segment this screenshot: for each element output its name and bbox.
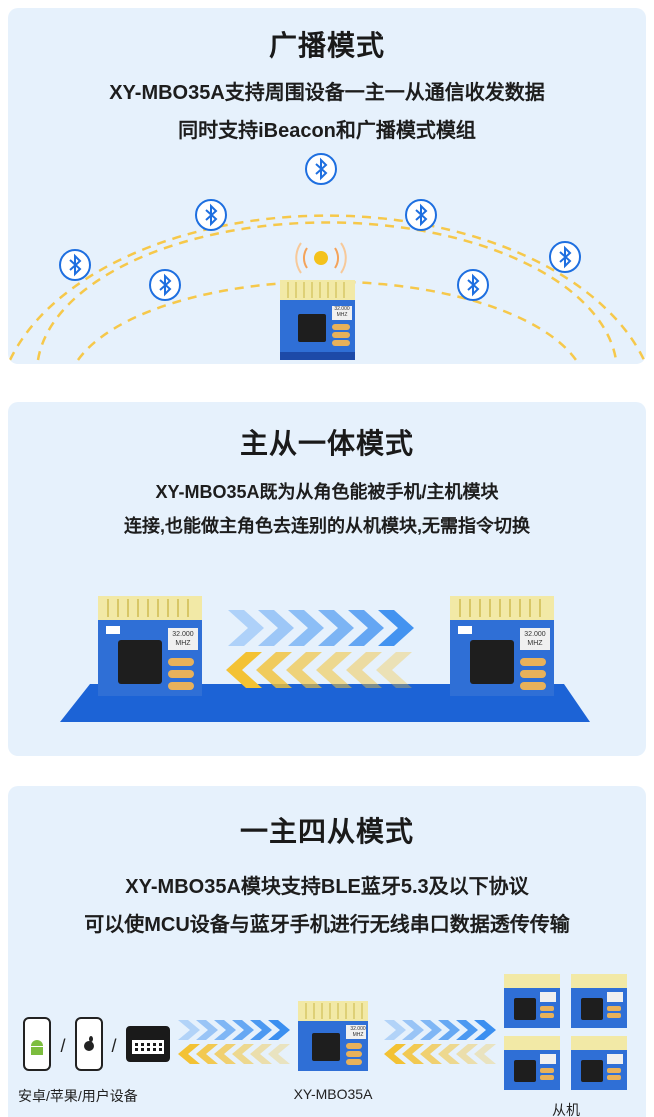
bluetooth-icon: [457, 269, 489, 301]
broadcast-mode-card: 32.000 MHZ 广播模式 XY-MBO35A支持周围设备一主一从通信收发数…: [8, 8, 646, 364]
apple-icon: [75, 1017, 103, 1071]
usb-device-icon: [126, 1026, 170, 1062]
slave-module-4: [571, 1036, 627, 1090]
signal-icon: [295, 242, 347, 274]
bluetooth-module: [280, 280, 355, 360]
bluetooth-module-left: [98, 596, 202, 696]
devices-label: 安卓/苹果/用户设备: [18, 1088, 138, 1104]
slaves-label: 从机: [552, 1102, 580, 1117]
one-master-desc-line2: 可以使MCU设备与蓝牙手机进行无线串口数据透传传输: [84, 914, 570, 936]
crystal-unit: MHZ: [527, 640, 543, 647]
master-slave-illustration: [60, 596, 590, 722]
arrow-right-group-1: [178, 1020, 290, 1040]
crystal-label: 32.000 MHZ: [332, 306, 352, 318]
crystal-unit: MHZ: [352, 1032, 364, 1038]
bluetooth-icon: [149, 269, 181, 301]
crystal-frequency: 32.000: [524, 631, 546, 638]
bluetooth-module-center: [298, 1001, 368, 1071]
arrow-left-group: [226, 652, 412, 688]
bluetooth-icon: [59, 249, 91, 281]
bluetooth-icon: [549, 241, 581, 273]
arrow-right-group-2: [384, 1020, 496, 1040]
broadcast-illustration: [8, 214, 646, 361]
bluetooth-icon: [195, 199, 227, 231]
crystal-label-left: 32.000 MHZ: [168, 630, 198, 648]
one-master-title: 一主四从模式: [239, 816, 414, 847]
broadcast-desc-line2: 同时支持iBeacon和广播模式模组: [178, 120, 476, 142]
android-icon: [23, 1017, 51, 1071]
slave-module-2: [571, 974, 627, 1028]
master-slave-desc-line2: 连接,也能做主角色去连别的从机模块,无需指令切换: [124, 516, 530, 536]
one-master-desc-line1: XY-MBO35A模块支持BLE蓝牙5.3及以下协议: [125, 876, 529, 898]
master-slave-desc-line1: XY-MBO35A既为从角色能被手机/主机模块: [155, 482, 499, 502]
bluetooth-icon: [405, 199, 437, 231]
arrow-right-group: [228, 610, 414, 646]
crystal-label-right: 32.000 MHZ: [520, 630, 550, 648]
bluetooth-icon: [305, 153, 337, 185]
separator: /: [60, 1036, 66, 1056]
slave-module-1: [504, 974, 560, 1028]
slave-module-3: [504, 1036, 560, 1090]
crystal-label-center: 32.000 MHZ: [348, 1026, 368, 1038]
module-label: XY-MBO35A: [293, 1086, 373, 1102]
one-master-illustration: [23, 974, 627, 1090]
broadcast-title: 广播模式: [268, 30, 385, 61]
crystal-unit: MHZ: [336, 312, 348, 318]
arrow-left-group-1: [178, 1044, 290, 1064]
crystal-frequency: 32.000: [334, 306, 350, 312]
signal-arc-middle: [36, 221, 618, 361]
broadcast-desc-line1: XY-MBO35A支持周围设备一主一从通信收发数据: [109, 82, 545, 104]
arrow-left-group-2: [384, 1044, 496, 1064]
bluetooth-module-right: [450, 596, 554, 696]
master-slave-title: 主从一体模式: [239, 428, 414, 459]
crystal-unit: MHZ: [175, 640, 191, 647]
one-master-four-slave-card: 一主四从模式 XY-MBO35A模块支持BLE蓝牙5.3及以下协议 可以使MCU…: [8, 786, 646, 1117]
master-slave-mode-card: 主从一体模式 XY-MBO35A既为从角色能被手机/主机模块 连接,也能做主角色…: [8, 402, 646, 756]
separator: /: [111, 1036, 117, 1056]
crystal-frequency: 32.000: [172, 631, 194, 638]
crystal-frequency: 32.000: [350, 1026, 366, 1032]
